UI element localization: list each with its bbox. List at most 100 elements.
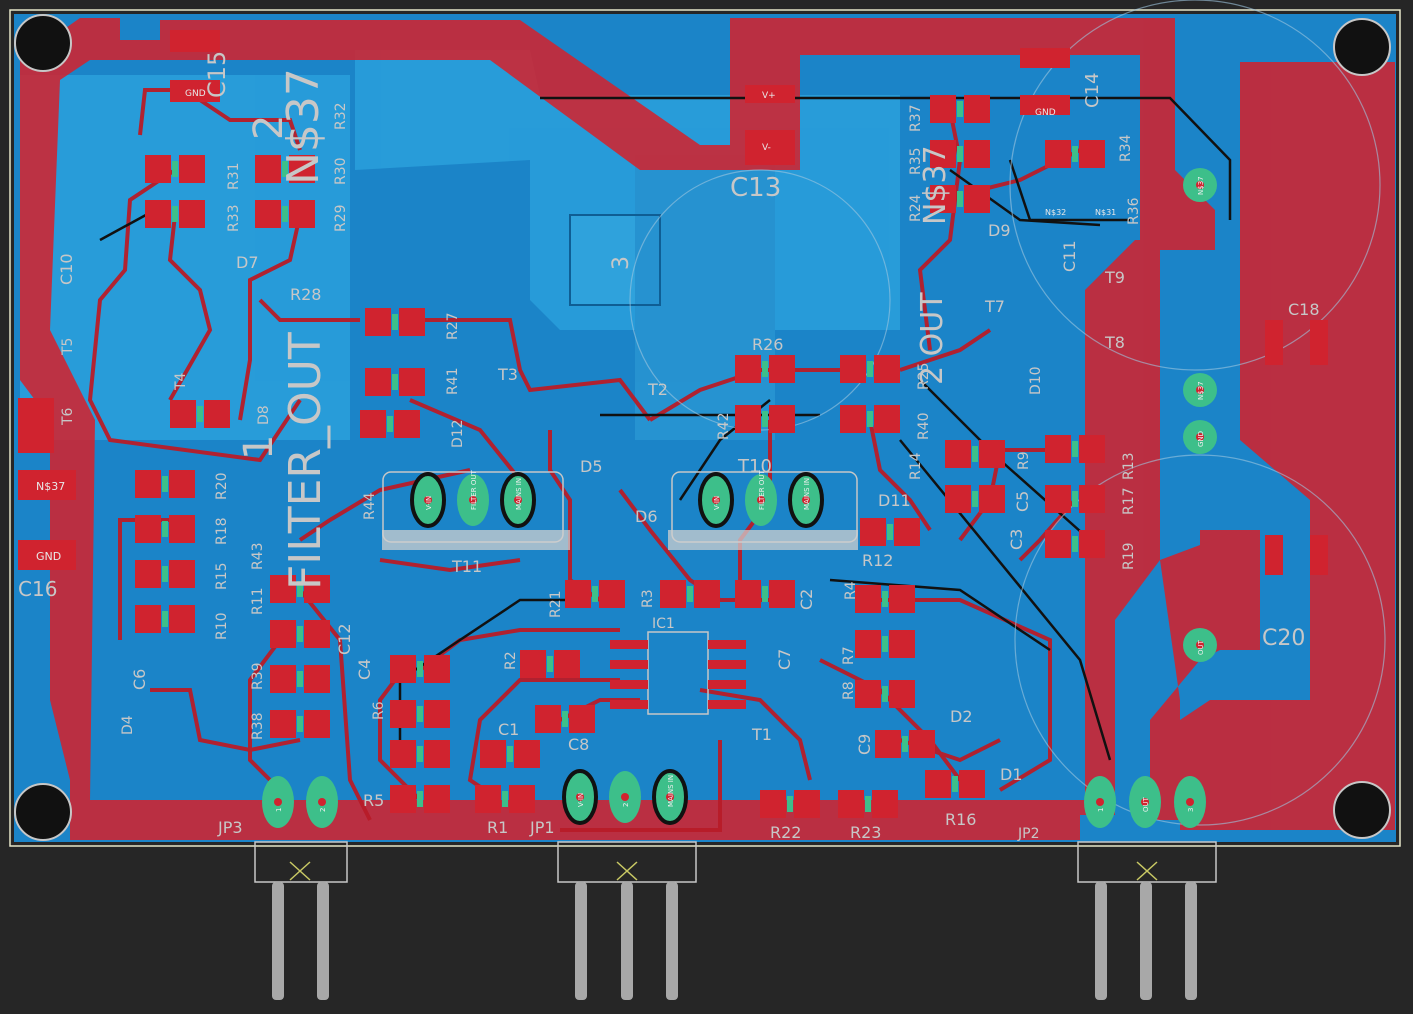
smd-body — [867, 411, 873, 427]
smd-pad — [855, 630, 881, 658]
refdes-r27: R27 — [445, 312, 461, 340]
refdes-r7: R7 — [841, 646, 857, 665]
smd-pad — [855, 680, 881, 708]
pad-net-label: OUT — [1142, 796, 1150, 812]
smd-pad — [424, 655, 450, 683]
refdes-d1: D1 — [1000, 765, 1023, 784]
pad-net-label: V-IN — [425, 496, 433, 510]
through-hole-pad: 1 — [1084, 776, 1116, 828]
smd-pad — [769, 580, 795, 608]
tab-bar-left — [382, 530, 570, 550]
refdes-r33: R33 — [226, 204, 242, 232]
refdes-r1: R1 — [487, 818, 508, 837]
through-hole-pad: FILTER OUT — [745, 470, 777, 526]
smd-body — [417, 746, 423, 762]
pad-label-c13-vminus: V- — [762, 143, 771, 153]
smd-body — [957, 101, 963, 117]
smd-body — [162, 611, 168, 627]
through-hole-pad: MAINS IN — [788, 472, 824, 528]
smd-pad — [135, 560, 161, 588]
cap-pads — [18, 30, 1328, 575]
smd-pad — [860, 518, 886, 546]
smd-pad — [735, 405, 761, 433]
refdes-c14: C14 — [1082, 73, 1103, 108]
refdes-d8: D8 — [256, 405, 272, 425]
smd-pad — [889, 680, 915, 708]
pad-drill — [1196, 386, 1204, 394]
smd-pad — [289, 200, 315, 228]
refdes-c4: C4 — [355, 659, 374, 680]
smd-pad — [945, 485, 971, 513]
pad-drill — [757, 496, 765, 504]
smd-body — [882, 591, 888, 607]
pad-net-label: OUT — [1197, 639, 1205, 655]
smd-body — [392, 374, 398, 390]
refdes-r28: R28 — [290, 285, 321, 304]
refdes-d12: D12 — [450, 419, 466, 448]
refdes-ic1: IC1 — [652, 616, 675, 632]
smd-resistor-footprint — [1045, 530, 1105, 558]
pad-drill — [802, 496, 810, 504]
smd-resistor-footprint — [838, 790, 898, 818]
smd-pad — [390, 655, 416, 683]
refdes-r11: R11 — [250, 587, 266, 615]
smd-resistor-footprint — [135, 605, 195, 633]
refdes-r37: R37 — [908, 104, 924, 132]
smd-pad — [964, 140, 990, 168]
smd-pad — [909, 730, 935, 758]
smd-body — [562, 711, 568, 727]
smd-body — [297, 671, 303, 687]
smd-pad — [979, 440, 1005, 468]
smd-resistor-footprint — [255, 155, 315, 183]
refdes-c18: C18 — [1288, 300, 1320, 319]
smd-body — [972, 491, 978, 507]
through-hole-pad: 2 — [609, 771, 641, 823]
through-hole-pad: V-IN — [698, 472, 734, 528]
pad-net-label: MAINS IN — [803, 478, 811, 510]
smd-body — [282, 206, 288, 222]
refdes-r43: R43 — [250, 542, 266, 570]
smd-body — [957, 146, 963, 162]
refdes-d6: D6 — [635, 507, 658, 526]
refdes-t10: T10 — [737, 456, 772, 477]
smd-body — [197, 406, 203, 422]
pad-net-label: 3 — [1187, 808, 1195, 812]
smd-pad — [840, 355, 866, 383]
smd-pad — [855, 585, 881, 613]
smd-pad — [270, 710, 296, 738]
smd-resistor-footprint — [855, 630, 915, 658]
smd-pad — [1079, 140, 1105, 168]
through-hole-pad: 2 — [306, 776, 338, 828]
smd-pad — [179, 200, 205, 228]
refdes-t5: T5 — [60, 338, 76, 356]
smd-body — [762, 586, 768, 602]
refdes-c12: C12 — [335, 623, 354, 655]
pad-label-ns31: N$31 — [1095, 208, 1116, 217]
ref-c13: C13 — [730, 173, 781, 203]
smd-resistor-footprint — [840, 405, 900, 433]
silkscreen-large-text: N$37 2 FILTER_OUT 1 N$37 2 OUT 3 — [236, 68, 953, 590]
smd-pad — [145, 155, 171, 183]
refdes-d7: D7 — [236, 253, 259, 272]
smd-resistor-footprint — [135, 560, 195, 588]
refdes-r31: R31 — [226, 162, 242, 190]
smd-resistor-footprint — [390, 740, 450, 768]
smd-pad — [169, 560, 195, 588]
smd-body — [417, 706, 423, 722]
refdes-d9: D9 — [988, 221, 1011, 240]
smd-pad — [838, 790, 864, 818]
smd-pad — [565, 580, 591, 608]
smd-pad-group — [135, 95, 1105, 818]
smd-resistor-footprint — [145, 200, 205, 228]
refdes-r26: R26 — [752, 335, 783, 354]
smd-pad — [289, 155, 315, 183]
smd-body — [547, 656, 553, 672]
through-hole-pad: MAINS IN — [652, 769, 688, 825]
smd-pad — [169, 605, 195, 633]
smd-pad — [735, 355, 761, 383]
smd-pad — [304, 710, 330, 738]
smd-body — [172, 161, 178, 177]
pad-drill — [469, 496, 477, 504]
refdes-r32: R32 — [333, 102, 349, 130]
refdes-r35: R35 — [908, 147, 924, 175]
